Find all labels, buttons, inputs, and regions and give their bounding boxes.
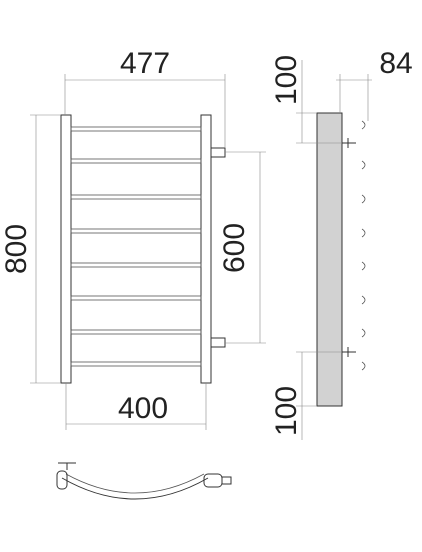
bar-end (361, 328, 366, 338)
top-view-curve-outer (61, 477, 209, 500)
bar-end (361, 261, 366, 271)
dimension-top-offset: 100 (270, 55, 342, 144)
crossbar (70, 228, 202, 234)
bar-end (361, 361, 366, 371)
crossbar (70, 126, 202, 132)
bar-end (361, 228, 366, 238)
bar-end (361, 120, 366, 130)
depth-label: 84 (379, 47, 412, 80)
crossbar (70, 262, 202, 268)
dimension-depth: 84 (336, 47, 413, 121)
bar-end-markers (361, 120, 366, 371)
right-end-cap (203, 473, 223, 488)
crossbar (70, 361, 202, 367)
dimension-overall-width: 477 (64, 47, 226, 148)
right-upright (200, 114, 212, 384)
bar-end (361, 160, 366, 170)
center-distance-label: 600 (218, 223, 251, 273)
overall-width-label: 477 (120, 47, 170, 80)
crossbar (70, 329, 202, 335)
dimension-rail-spacing: 400 (65, 383, 207, 430)
height-label: 800 (0, 224, 33, 274)
bar-end (361, 194, 366, 204)
left-end-cap (56, 470, 68, 490)
rail-spacing-label: 400 (118, 392, 168, 425)
crossbar (70, 194, 202, 200)
top-view (56, 462, 232, 500)
lower-connection-nozzle (210, 337, 226, 348)
side-profile (316, 112, 343, 407)
crossbar (70, 158, 202, 164)
dimension-height: 800 (0, 114, 61, 384)
dimension-bottom-offset: 100 (270, 351, 342, 440)
crossbar (70, 295, 202, 301)
dimension-center-distance: 600 (218, 151, 266, 344)
upper-connection-nozzle (210, 147, 226, 158)
top-view-curve-inner (65, 473, 205, 494)
front-view (60, 114, 226, 384)
top-offset-label: 100 (270, 55, 303, 105)
left-upright (60, 114, 72, 384)
bottom-offset-label: 100 (270, 386, 303, 436)
connector-stub (221, 476, 232, 485)
crossbars (70, 126, 202, 367)
side-view (316, 112, 366, 407)
bar-end (361, 295, 366, 305)
